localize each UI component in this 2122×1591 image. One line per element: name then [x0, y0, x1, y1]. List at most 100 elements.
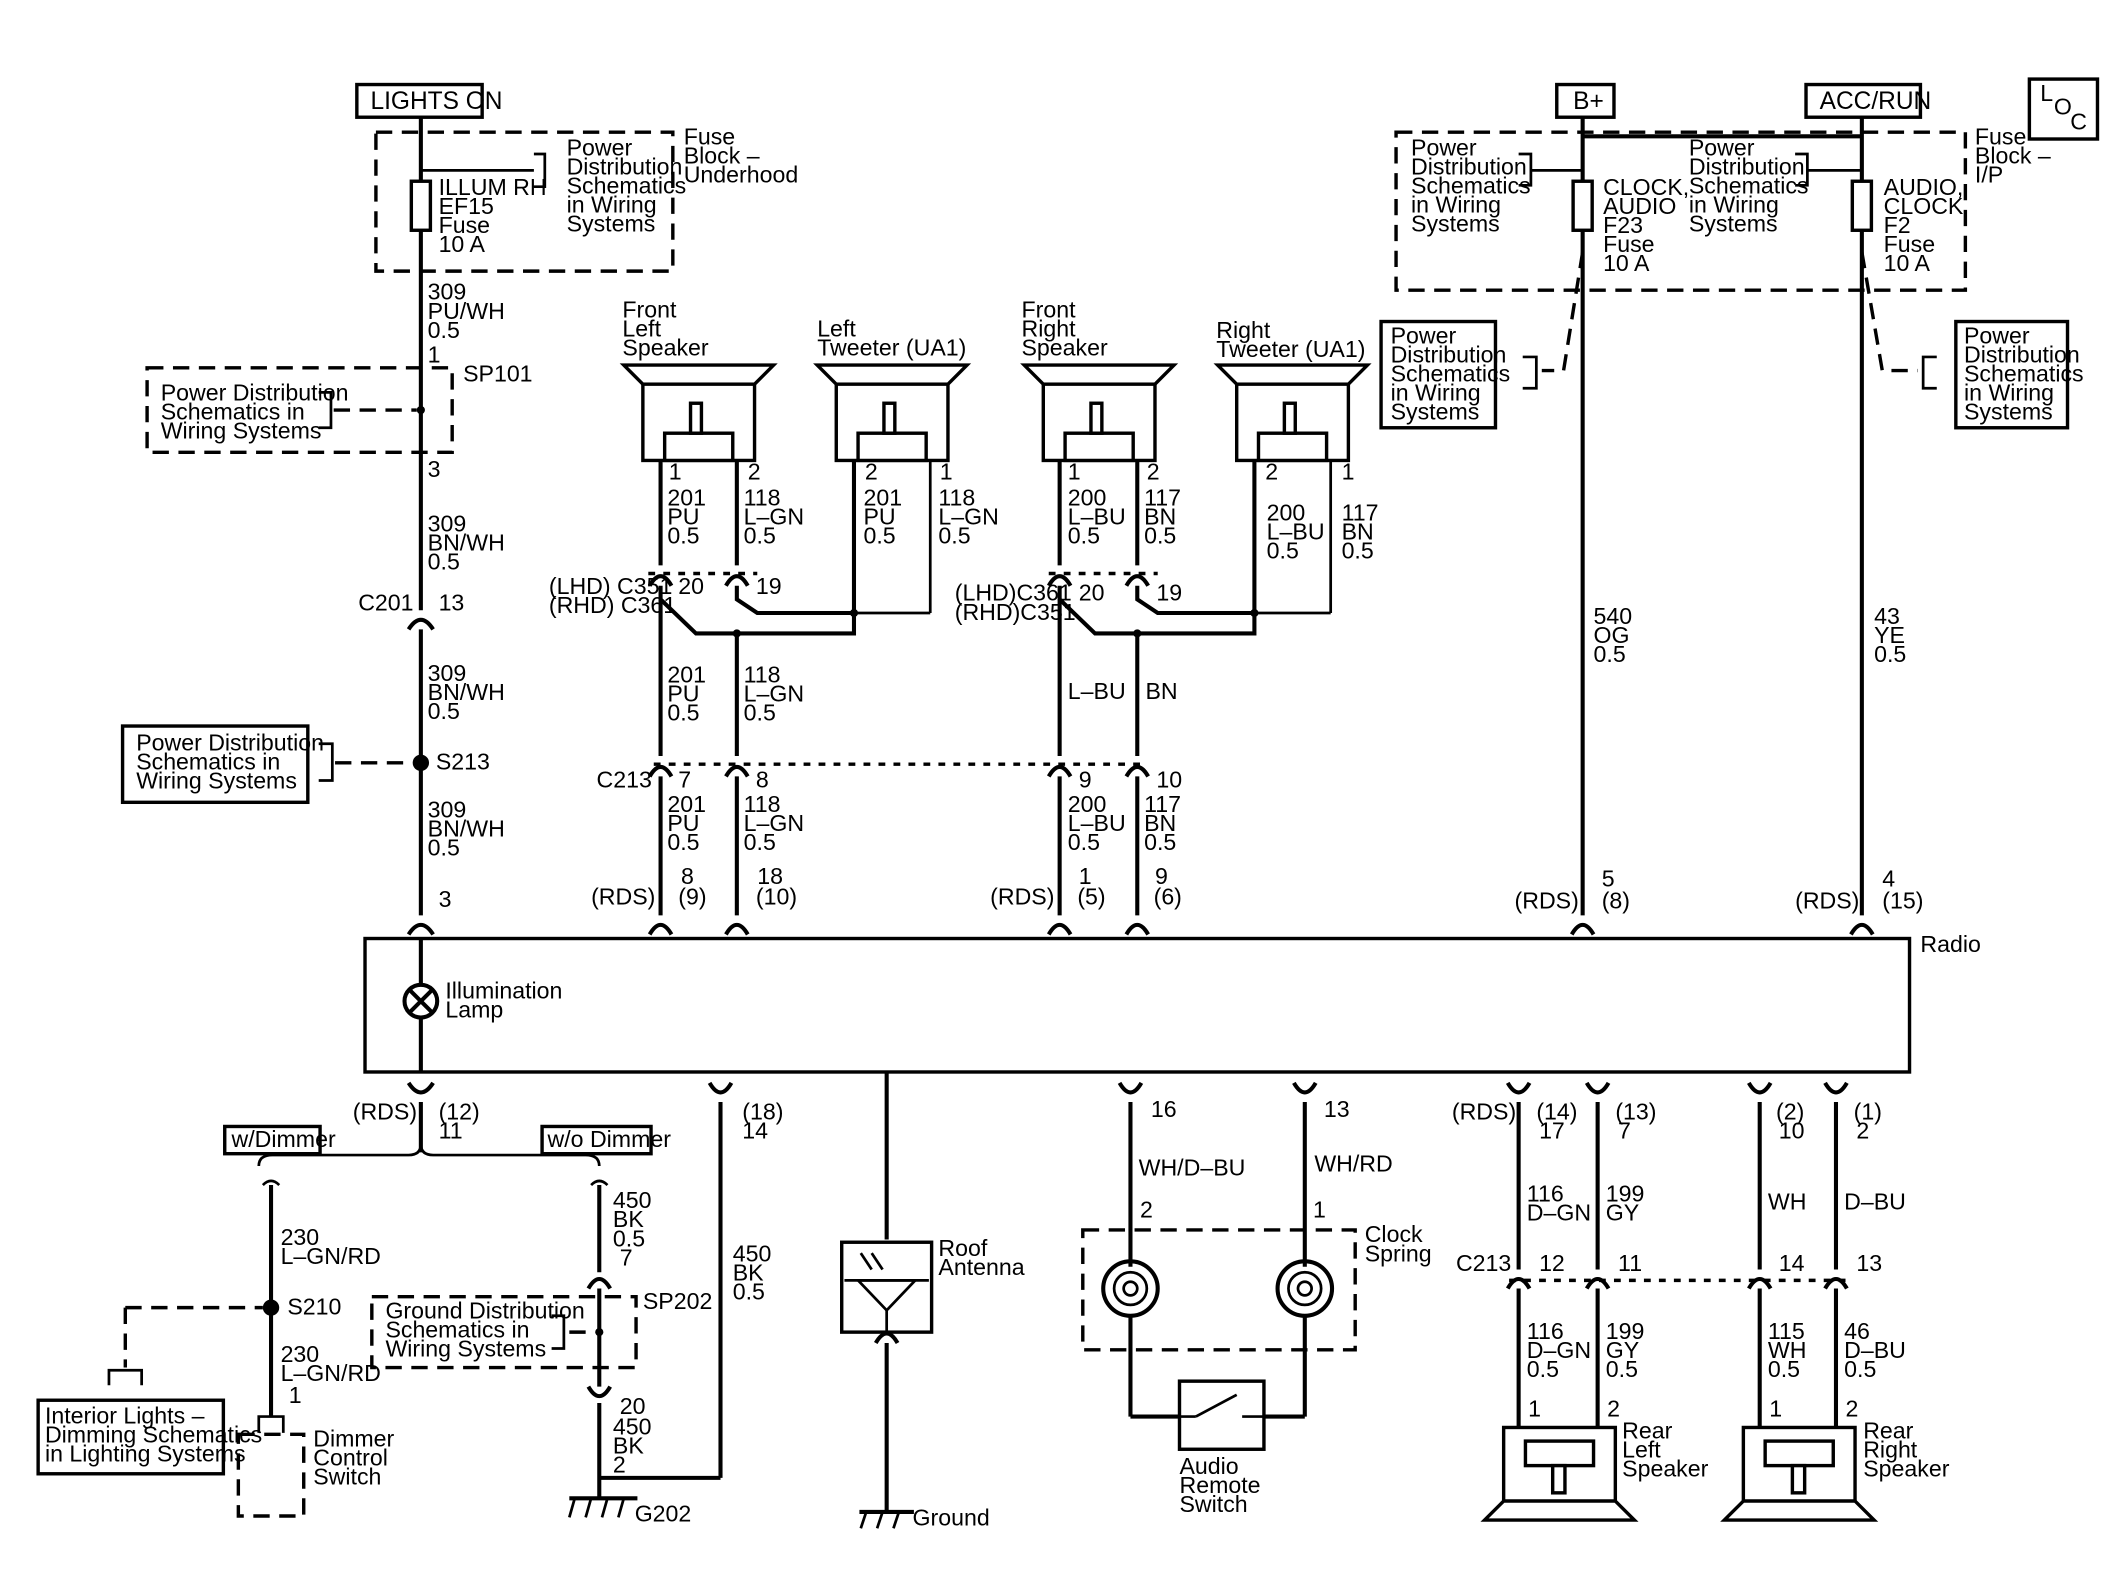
- ground-distribution-ref: Ground Distribution Schematics in Wiring…: [385, 1298, 591, 1362]
- c351-pin-20-label: 20: [678, 573, 704, 599]
- c213-label-rear: C213: [1456, 1250, 1511, 1276]
- fuse-ip-ref-d-box: [1954, 319, 2070, 430]
- illumination-lamp-icon: [402, 982, 440, 1020]
- radio-module: [363, 936, 1912, 1074]
- audio-remote-switch-icon: [1177, 1379, 1266, 1451]
- without-dimmer-box: [540, 1124, 653, 1156]
- s213-splice: [412, 754, 430, 771]
- dimmer-pin-1: 1: [289, 1382, 302, 1408]
- rr-pin-1: 1: [1769, 1396, 1782, 1422]
- bplus-label: B+: [1573, 88, 1604, 115]
- wire-309-a: 309 PU/WH 0.5: [428, 279, 512, 343]
- left-tweeter: [813, 363, 972, 463]
- right-tweeter-label: Right Tweeter (UA1): [1216, 317, 1365, 362]
- c213-pin-13: 13: [1856, 1250, 1882, 1276]
- c361-label: (LHD)C361(RHD)C351: [955, 580, 1076, 625]
- fr-pin-1: 1: [1068, 459, 1081, 485]
- clock-spring-pin-1: 1: [1313, 1197, 1326, 1223]
- fuse-ip-ref-d: Power Distribution Schematics in Wiring …: [1964, 322, 2090, 424]
- clock-spring-coil-icon: [1101, 1259, 1160, 1318]
- rl-pin-2: 2: [1607, 1396, 1620, 1422]
- interior-lights-ref-box: [36, 1398, 226, 1476]
- fuse-ip-ref-c: Power Distribution Schematics in Wiring …: [1391, 322, 1517, 424]
- radio-pins-fr-a: 1(5): [1077, 863, 1105, 909]
- c213-pin-12: 12: [1539, 1250, 1565, 1276]
- wire-309-d: 309 BN/WH 0.5: [428, 796, 512, 860]
- radio-pin-13: 13: [1324, 1096, 1350, 1122]
- radio-pins-ground: (18)14: [742, 1099, 783, 1144]
- fuse-ip-ref-a: Power Distribution Schematics in Wiring …: [1411, 134, 1537, 236]
- acc-run-label: ACC/RUN: [1820, 88, 1932, 115]
- c213-pin-7: 7: [678, 766, 691, 792]
- radio-label: Radio: [1920, 931, 1980, 957]
- c213-label-front: C213: [597, 766, 652, 792]
- rds-label-fr: (RDS): [990, 883, 1054, 909]
- rear-right-speaker: [1720, 1425, 1879, 1522]
- rt-pin-2: 2: [1265, 459, 1278, 485]
- radio-pins-illum: (12)11: [439, 1099, 480, 1144]
- g202-pin: 2: [613, 1451, 626, 1477]
- loc-c: C: [2070, 108, 2087, 134]
- rl-pin-1: 1: [1528, 1396, 1541, 1422]
- fuse-ip-ref-c-box: [1379, 319, 1498, 430]
- sp101-pin-top: 1: [428, 341, 441, 367]
- rds-label-bplus: (RDS): [1515, 888, 1579, 914]
- fuse-f23: [1571, 179, 1594, 232]
- rds-label-acc: (RDS): [1795, 888, 1859, 914]
- ground-label: Ground: [913, 1505, 990, 1531]
- fuse-f23-label: CLOCK, AUDIO F23 Fuse 10 A: [1603, 174, 1696, 276]
- c361-pin-19-label: 19: [1156, 580, 1182, 606]
- c351-pin-19: [724, 574, 750, 587]
- front-left-speaker-label: Front Left Speaker: [622, 296, 708, 360]
- fuse-ef15: [409, 179, 433, 232]
- fuse-ip-ref-b: Power Distribution Schematics in Wiring …: [1689, 134, 1815, 236]
- sp101-splice-pack: [145, 366, 454, 454]
- c201-pin: 13: [439, 589, 465, 615]
- radio-pins-fl-b: 18(10): [756, 863, 797, 909]
- wire-309-c: 309 BN/WH 0.5: [428, 660, 512, 724]
- fuse-f2-label: AUDIO, CLOCK F2 Fuse 10 A: [1884, 174, 1970, 276]
- wire-wh-dbu: WH/D–BU: [1139, 1154, 1246, 1180]
- g202-ground-icon: [568, 1496, 638, 1518]
- fuse-uh-ref: Power Distribution Schematics in Wiring …: [567, 134, 693, 236]
- radio-pins-rr-b: (1)2: [1854, 1099, 1882, 1144]
- bplus-box: [1555, 82, 1616, 119]
- rear-left-speaker: [1480, 1425, 1639, 1522]
- c213-pin-10: 10: [1156, 766, 1182, 792]
- fuse-ef15-label: ILLUM RH EF15 Fuse 10 A: [439, 174, 553, 257]
- lights-on-label: LIGHTS ON: [370, 88, 502, 115]
- rds-label-rear: (RDS): [1452, 1099, 1516, 1125]
- wire-bn-mid: BN: [1145, 678, 1177, 704]
- sp202-pin-top: 7: [620, 1244, 633, 1270]
- loc-l: L: [2040, 80, 2053, 106]
- s213-ref: Power Distribution Schematics in Wiring …: [136, 730, 330, 794]
- sp101-label: SP101: [463, 360, 532, 386]
- wire-309-b: 309 BN/WH 0.5: [428, 510, 512, 574]
- fuse-block-underhood: [374, 130, 675, 273]
- c213-pin-8: 8: [756, 766, 769, 792]
- s213-ref-box: [120, 724, 310, 805]
- interior-lights-ref: Interior Lights – Dimming Schematics in …: [45, 1402, 269, 1466]
- loc-icon: L O C: [2027, 77, 2100, 141]
- sp101-pin-bot: 3: [428, 456, 441, 482]
- front-left-speaker: [619, 363, 778, 463]
- radio-pins-rl-b: (13)7: [1615, 1099, 1656, 1144]
- radio-pins-fr-b: 9(6): [1154, 863, 1182, 909]
